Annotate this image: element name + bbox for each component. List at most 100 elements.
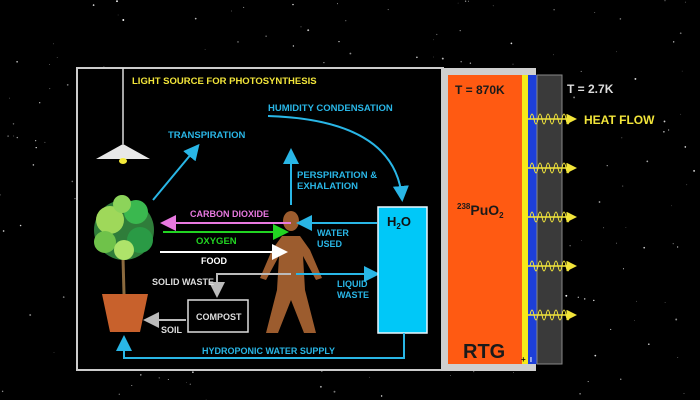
heat-wave-icon <box>529 260 571 272</box>
star <box>323 61 325 64</box>
star <box>122 19 125 21</box>
star <box>598 201 601 203</box>
hydroponic-label: HYDROPONIC WATER SUPPLY <box>202 346 335 356</box>
star <box>492 5 494 7</box>
star <box>441 57 444 60</box>
star <box>186 382 187 383</box>
star <box>512 63 514 65</box>
star <box>684 146 687 148</box>
star <box>676 246 679 248</box>
star <box>671 205 672 207</box>
star <box>416 56 418 59</box>
rtg-label: RTG <box>463 341 505 363</box>
thermocouple-n <box>528 75 537 364</box>
heat-wave-icon <box>529 309 571 321</box>
isotope-label: 238PuO2 <box>457 202 504 220</box>
star <box>459 29 461 32</box>
humidity-arrow <box>267 115 409 202</box>
star <box>35 140 37 142</box>
star <box>569 245 571 247</box>
plus-terminal: + <box>521 355 526 364</box>
star <box>338 40 340 43</box>
star <box>7 135 9 137</box>
star <box>634 77 637 80</box>
star <box>553 9 555 11</box>
star <box>194 17 197 20</box>
perspiration-label-1: PERSPIRATION & <box>297 170 377 181</box>
star <box>52 43 54 45</box>
star <box>622 185 624 187</box>
compost-box <box>187 299 249 333</box>
star <box>672 243 674 245</box>
star <box>573 96 576 99</box>
star <box>380 395 383 397</box>
star <box>622 268 625 270</box>
star <box>53 352 55 353</box>
hydroponic-arrow <box>116 333 405 359</box>
star <box>513 372 514 374</box>
star <box>681 70 683 72</box>
star <box>647 343 650 346</box>
star <box>457 2 459 4</box>
soil-label: SOIL <box>161 325 183 335</box>
star <box>579 392 581 395</box>
star <box>292 3 294 6</box>
carbon-dioxide-label: CARBON DIOXIDE <box>190 209 269 219</box>
transpiration-label: TRANSPIRATION <box>168 130 246 141</box>
star <box>204 49 206 50</box>
star <box>684 1 686 3</box>
star <box>667 129 670 131</box>
star <box>616 51 617 53</box>
star <box>74 198 76 200</box>
star <box>620 378 622 380</box>
water-tank <box>377 206 428 334</box>
star <box>663 131 665 133</box>
pot <box>102 294 148 332</box>
star <box>634 319 635 321</box>
rtg-core <box>448 75 522 364</box>
plant-icon <box>94 195 154 332</box>
star <box>16 61 18 63</box>
star <box>686 184 688 186</box>
water-used-label-1: WATER <box>317 228 349 238</box>
star <box>29 314 32 316</box>
star <box>192 371 194 373</box>
star <box>673 41 675 43</box>
star <box>683 393 685 394</box>
star <box>167 379 169 380</box>
star <box>345 20 347 22</box>
star <box>231 10 232 12</box>
star <box>237 41 239 43</box>
star <box>679 32 682 35</box>
star <box>243 6 245 8</box>
food-label: FOOD <box>201 256 227 266</box>
star <box>117 14 119 16</box>
star <box>587 381 589 383</box>
star <box>292 45 295 47</box>
cold-temp-label: T = 2.7K <box>567 82 614 96</box>
star <box>663 120 666 123</box>
heat-flow-label: HEAT FLOW <box>584 113 655 127</box>
star <box>606 165 608 167</box>
star <box>16 136 19 139</box>
water-used-label-2: USED <box>317 239 343 249</box>
star <box>583 298 586 300</box>
star <box>467 0 469 2</box>
star <box>92 4 95 6</box>
light-source-label: LIGHT SOURCE FOR PHOTOSYNTHESIS <box>132 76 317 87</box>
star <box>32 164 35 166</box>
star <box>636 300 637 302</box>
star <box>49 88 51 90</box>
humidity-label: HUMIDITY CONDENSATION <box>268 103 393 114</box>
star <box>646 160 649 163</box>
solid-waste-label: SOLID WASTE <box>152 277 214 287</box>
star <box>9 97 10 99</box>
star <box>625 227 627 228</box>
star <box>349 52 352 55</box>
star <box>594 12 596 13</box>
liquid-waste-label-2: WASTE <box>337 290 369 300</box>
star <box>433 56 434 58</box>
star <box>450 375 451 377</box>
star <box>56 57 58 58</box>
